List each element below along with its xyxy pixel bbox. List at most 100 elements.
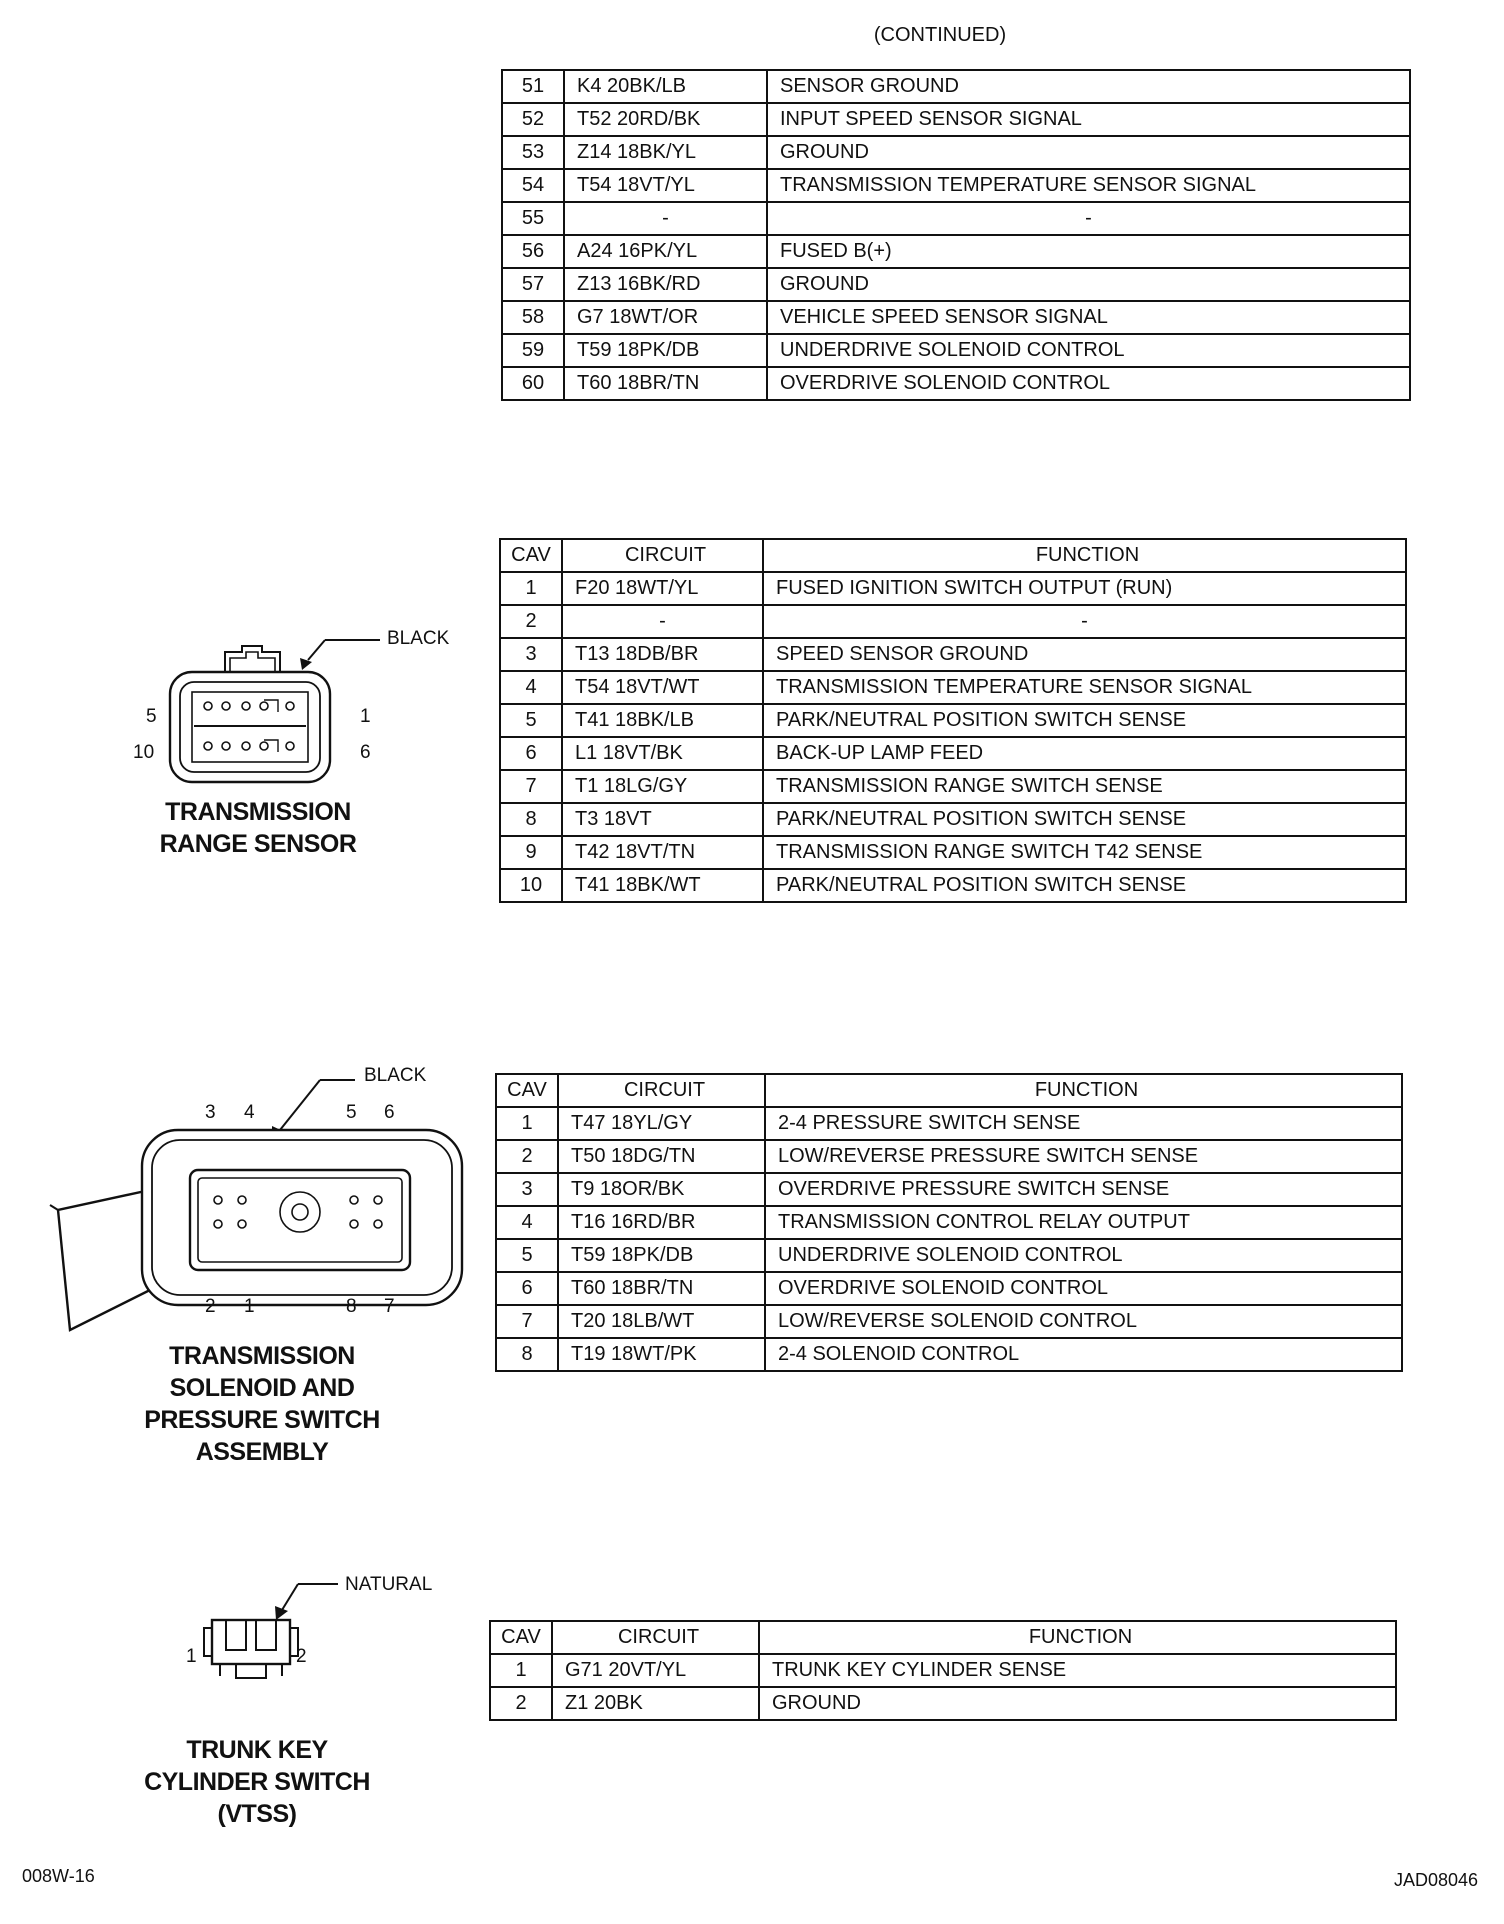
function-cell: LOW/REVERSE SOLENOID CONTROL — [764, 1304, 1403, 1339]
function-cell: LOW/REVERSE PRESSURE SWITCH SENSE — [764, 1139, 1403, 1174]
cavity-cell: 7 — [499, 769, 563, 804]
solenoid-assembly-pin-label: 2 — [205, 1296, 216, 1317]
function-cell: GROUND — [766, 135, 1411, 170]
range-sensor-caption: TRANSMISSION RANGE SENSOR — [159, 798, 357, 858]
circuit-cell: T1 18LG/GY — [561, 769, 764, 804]
circuit-cell: Z14 18BK/YL — [563, 135, 768, 170]
circuit-cell: F20 18WT/YL — [561, 571, 764, 606]
cavity-cell: 3 — [499, 637, 563, 672]
function-cell: SENSOR GROUND — [766, 69, 1411, 104]
function-cell: FUSED B(+) — [766, 234, 1411, 269]
range-sensor-pin-label: 10 — [133, 742, 155, 763]
trunk-switch-color-label: NATURAL — [345, 1574, 433, 1595]
circuit-cell: T59 18PK/DB — [557, 1238, 766, 1273]
circuit-cell: T60 18BR/TN — [557, 1271, 766, 1306]
solenoid-assembly-pin-label: 8 — [346, 1296, 357, 1317]
circuit-cell: K4 20BK/LB — [563, 69, 768, 104]
circuit-cell: Z1 20BK — [551, 1686, 760, 1721]
cavity-cell: 1 — [499, 571, 563, 606]
circuit-cell: T13 18DB/BR — [561, 637, 764, 672]
cavity-cell: 1 — [495, 1106, 559, 1141]
function-cell: 2-4 SOLENOID CONTROL — [764, 1337, 1403, 1372]
circuit-cell: T3 18VT — [561, 802, 764, 837]
column-header: FUNCTION — [764, 1073, 1403, 1108]
solenoid-assembly-pin-label: 4 — [244, 1102, 255, 1123]
circuit-cell: Z13 16BK/RD — [563, 267, 768, 302]
circuit-cell: T41 18BK/LB — [561, 703, 764, 738]
cavity-cell: 53 — [501, 135, 565, 170]
cavity-cell: 8 — [499, 802, 563, 837]
function-cell: VEHICLE SPEED SENSOR SIGNAL — [766, 300, 1411, 335]
range-sensor-pin-label: 6 — [360, 742, 371, 763]
column-header: CAV — [495, 1073, 559, 1108]
range-sensor-pin-label: 1 — [360, 706, 371, 727]
figure-code: JAD08046 — [1394, 1870, 1479, 1890]
function-cell: INPUT SPEED SENSOR SIGNAL — [766, 102, 1411, 137]
circuit-cell: G7 18WT/OR — [563, 300, 768, 335]
cavity-cell: 4 — [499, 670, 563, 705]
cavity-cell: 2 — [489, 1686, 553, 1721]
circuit-cell: T20 18LB/WT — [557, 1304, 766, 1339]
cavity-cell: 51 — [501, 69, 565, 104]
circuit-cell: L1 18VT/BK — [561, 736, 764, 771]
function-cell: TRANSMISSION RANGE SWITCH T42 SENSE — [762, 835, 1407, 870]
function-cell: - — [766, 201, 1411, 236]
circuit-cell: T19 18WT/PK — [557, 1337, 766, 1372]
column-header: CIRCUIT — [551, 1620, 760, 1655]
circuit-cell: T47 18YL/GY — [557, 1106, 766, 1141]
solenoid-assembly-connector-icon — [49, 1079, 464, 1332]
column-header: CIRCUIT — [561, 538, 764, 573]
cavity-cell: 52 — [501, 102, 565, 137]
function-cell: PARK/NEUTRAL POSITION SWITCH SENSE — [762, 703, 1407, 738]
cavity-cell: 6 — [499, 736, 563, 771]
circuit-cell: T54 18VT/WT — [561, 670, 764, 705]
column-header: CAV — [499, 538, 563, 573]
solenoid-assembly-caption: TRANSMISSION SOLENOID AND PRESSURE SWITC… — [144, 1342, 380, 1466]
cavity-cell: 59 — [501, 333, 565, 368]
solenoid-assembly-pin-label: 6 — [384, 1102, 395, 1123]
page-code: 008W-16 — [22, 1866, 95, 1886]
solenoid-assembly-pin-label: 1 — [244, 1296, 255, 1317]
cavity-cell: 4 — [495, 1205, 559, 1240]
solenoid-assembly-color-label: BLACK — [364, 1065, 427, 1086]
solenoid-assembly-pin-label: 5 — [346, 1102, 357, 1123]
circuit-cell: - — [561, 604, 764, 639]
function-cell: TRANSMISSION CONTROL RELAY OUTPUT — [764, 1205, 1403, 1240]
cavity-cell: 60 — [501, 366, 565, 401]
cavity-cell: 58 — [501, 300, 565, 335]
trunk-switch-pin-label: 2 — [296, 1646, 307, 1667]
cavity-cell: 3 — [495, 1172, 559, 1207]
circuit-cell: T60 18BR/TN — [563, 366, 768, 401]
range-sensor-connector-icon — [168, 639, 380, 784]
table-row: 55-- — [501, 201, 1411, 236]
function-cell: SPEED SENSOR GROUND — [762, 637, 1407, 672]
trunk-switch-connector-icon — [203, 1583, 338, 1679]
column-header: FUNCTION — [758, 1620, 1397, 1655]
cavity-cell: 57 — [501, 267, 565, 302]
circuit-cell: T41 18BK/WT — [561, 868, 764, 903]
function-cell: PARK/NEUTRAL POSITION SWITCH SENSE — [762, 802, 1407, 837]
function-cell: OVERDRIVE SOLENOID CONTROL — [766, 366, 1411, 401]
circuit-cell: T16 16RD/BR — [557, 1205, 766, 1240]
